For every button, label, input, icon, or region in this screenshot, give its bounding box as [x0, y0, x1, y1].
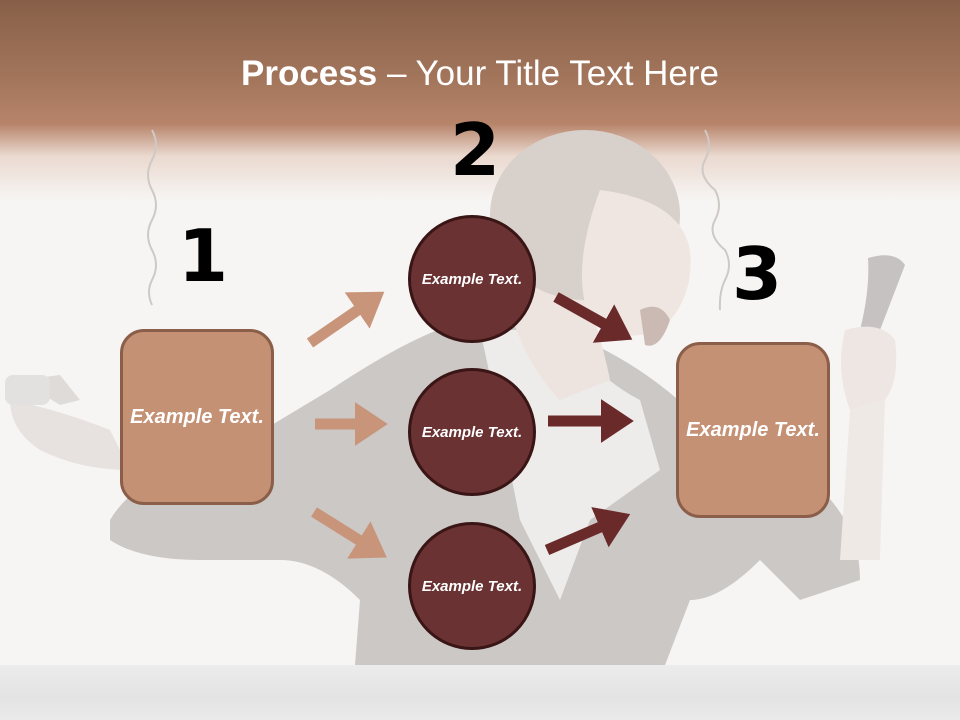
step-box-1-label: Example Text.	[130, 405, 264, 428]
step-circle-3[interactable]: Example Text.	[408, 522, 536, 650]
slide-title: Process – Your Title Text Here	[0, 52, 960, 96]
title-bold: Process	[241, 54, 378, 93]
bottom-band	[0, 665, 960, 720]
step-circle-2[interactable]: Example Text.	[408, 368, 536, 496]
title-rest: – Your Title Text Here	[377, 54, 719, 93]
step-circle-2-label: Example Text.	[421, 423, 523, 441]
step-number-2: 2	[450, 108, 501, 192]
step-box-3-label: Example Text.	[686, 418, 820, 441]
step-circle-1[interactable]: Example Text.	[408, 215, 536, 343]
step-box-1[interactable]: Example Text.	[120, 329, 274, 505]
step-circle-1-label: Example Text.	[421, 270, 523, 288]
step-number-3: 3	[732, 232, 783, 316]
step-box-3[interactable]: Example Text.	[676, 342, 830, 518]
step-circle-3-label: Example Text.	[421, 577, 523, 595]
header-band	[0, 0, 960, 200]
step-number-1: 1	[178, 214, 229, 298]
